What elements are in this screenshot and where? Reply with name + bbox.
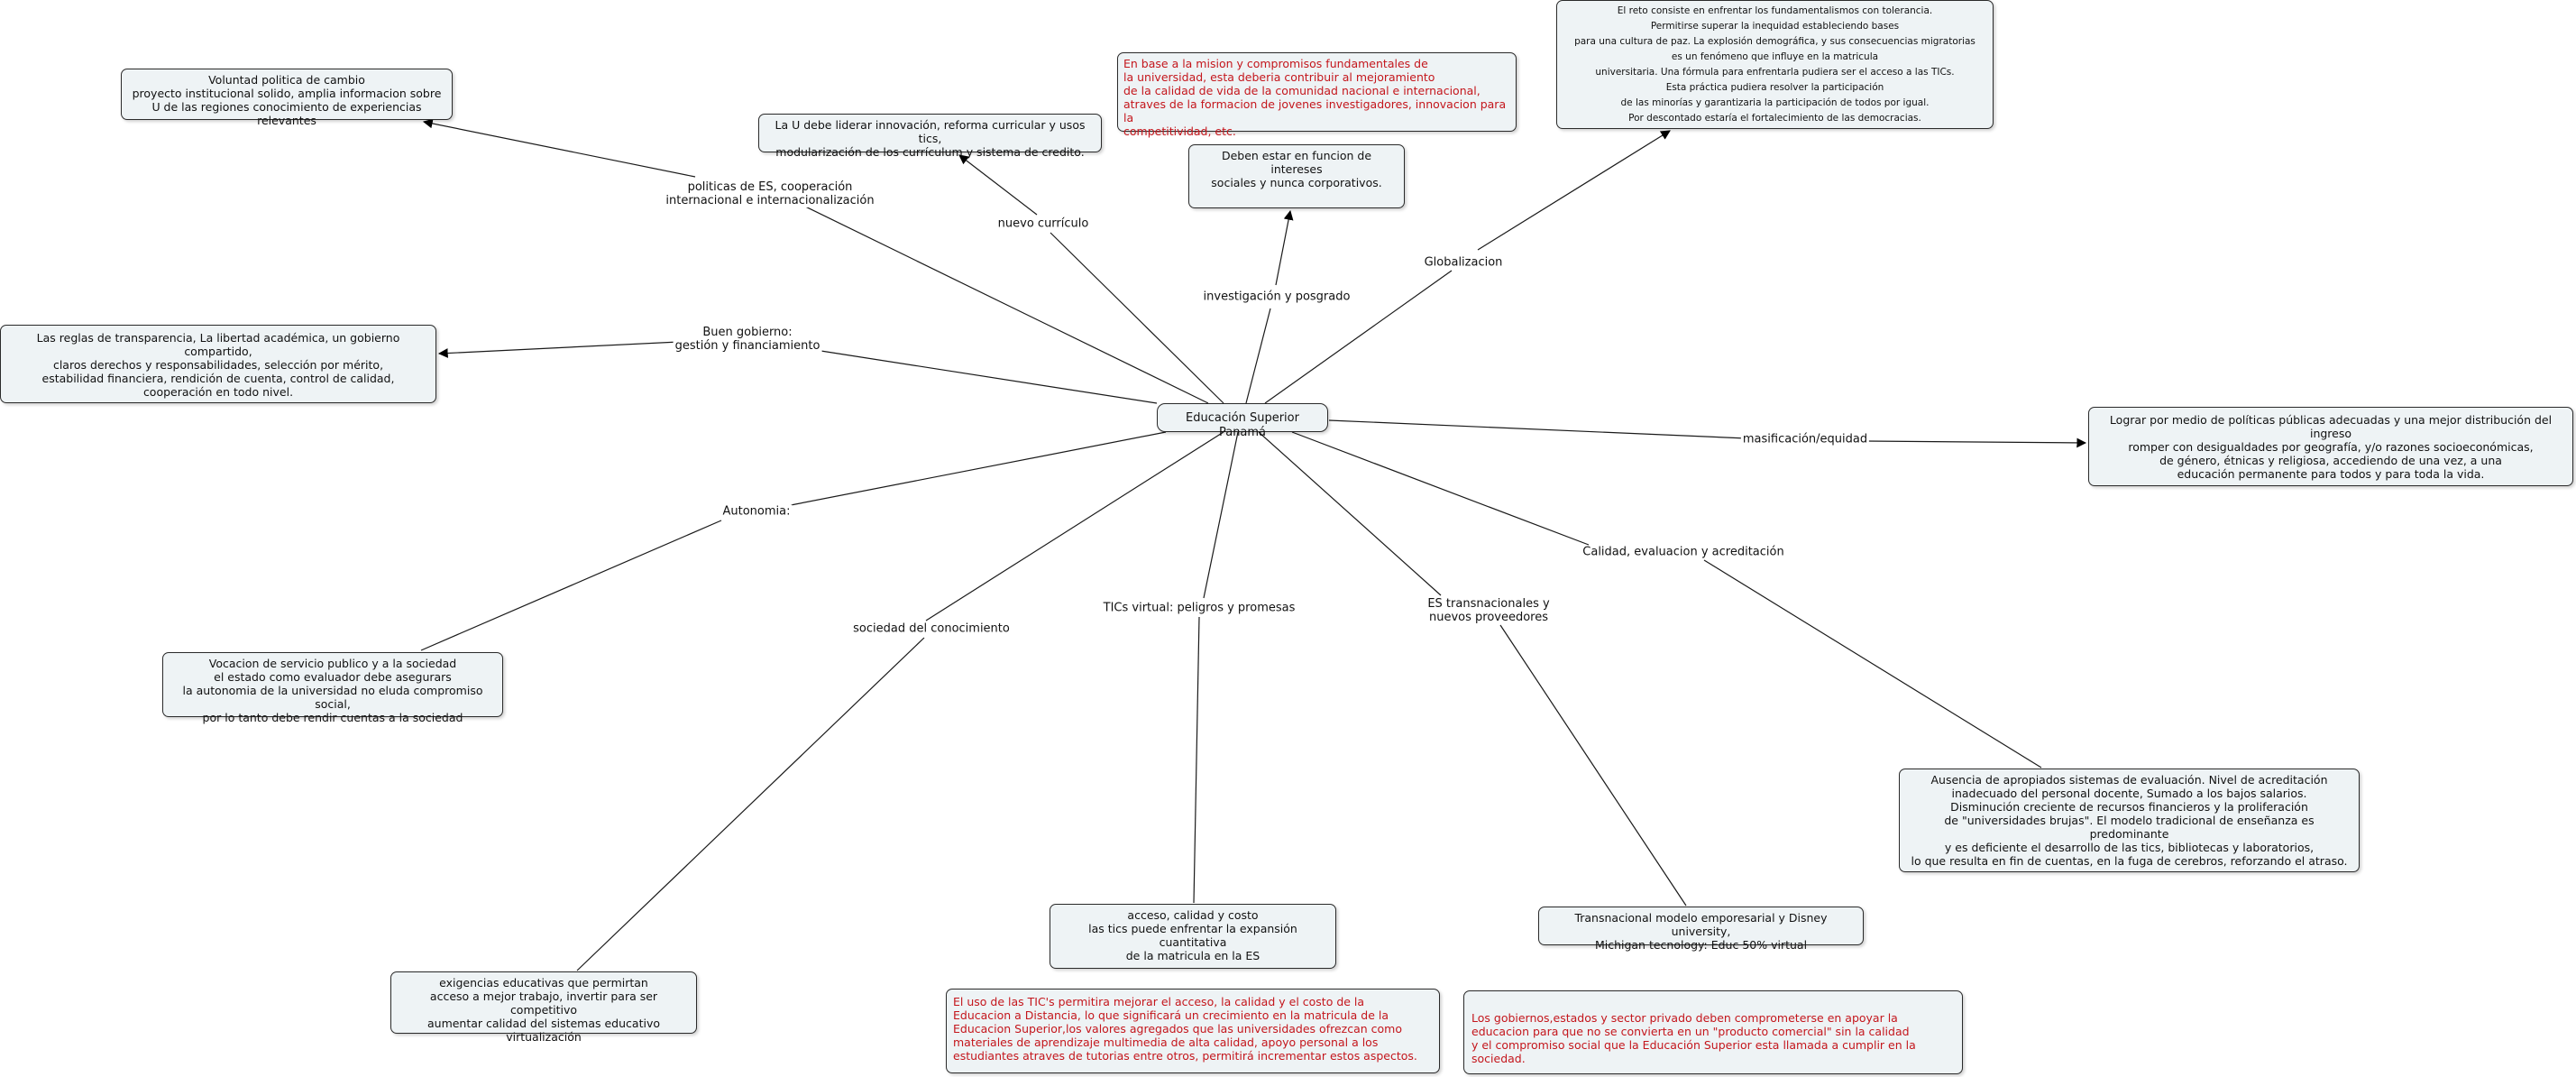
edge-investigacion-arrow <box>1275 209 1294 286</box>
edge-label-masificacion[interactable]: masificación/equidad <box>1740 432 1870 446</box>
edge-label-transnacionales[interactable]: ES transnacionales y nuevos proveedores <box>1426 597 1552 624</box>
edge-transnacionales-segment <box>1258 431 1442 596</box>
edge-politicas-arrow <box>422 118 696 178</box>
node-vocacion[interactable]: Vocacion de servicio publico y a la soci… <box>162 652 503 724</box>
edge-gobierno-segment <box>814 349 1158 404</box>
edge-calidad-segment <box>1291 431 1590 546</box>
edge-sociedad-segment <box>925 431 1224 621</box>
edge-autonomia-arrow <box>420 520 722 651</box>
node-mision[interactable]: En base a la mision y compromisos fundam… <box>1117 52 1517 138</box>
edge-gobierno-arrow <box>437 341 680 358</box>
edge-label-calidad[interactable]: Calidad, evaluacion y acreditación <box>1581 545 1786 559</box>
edge-label-sociedad[interactable]: sociedad del conocimiento <box>851 621 1012 636</box>
node-transnacional[interactable]: Transnacional modelo emporesarial y Disn… <box>1538 907 1864 952</box>
edge-politicas-segment <box>795 201 1209 404</box>
node-gobiernos[interactable]: Los gobiernos,estados y sector privado d… <box>1463 990 1963 1074</box>
edge-curriculo-arrow <box>958 154 1038 216</box>
node-reto[interactable]: El reto consiste en enfrentar los fundam… <box>1556 0 1994 129</box>
edge-globalizacion-arrow <box>1477 130 1671 251</box>
edge-masificacion-segment <box>1328 419 1747 439</box>
edge-label-globalizacion[interactable]: Globalizacion <box>1422 255 1505 270</box>
edge-masificacion-arrow <box>1865 437 2087 448</box>
edge-label-autonomia[interactable]: Autonomia: <box>720 504 793 519</box>
node-exigencias[interactable]: exigencias educativas que permirtan acce… <box>390 971 697 1044</box>
node-acceso[interactable]: acceso, calidad y costo las tics puede e… <box>1050 904 1336 969</box>
center-node[interactable]: Educación Superior Panamá <box>1157 403 1328 439</box>
node-intereses[interactable]: Deben estar en funcion de intereses soci… <box>1188 144 1405 208</box>
edge-label-gobierno[interactable]: Buen gobierno: gestión y financiamiento <box>673 326 822 353</box>
edge-label-tics[interactable]: TICs virtual: peligros y promesas <box>1101 601 1297 615</box>
edge-label-politicas[interactable]: politicas de ES, cooperación internacion… <box>664 180 876 207</box>
edge-label-investigacion[interactable]: investigación y posgrado <box>1201 290 1352 304</box>
node-ausencia[interactable]: Ausencia de apropiados sistemas de evalu… <box>1899 769 2360 872</box>
edge-curriculo-segment <box>1050 232 1224 404</box>
edge-autonomia-segment <box>790 431 1167 506</box>
edge-sociedad-arrow <box>576 637 925 971</box>
node-liderar[interactable]: La U debe liderar innovación, reforma cu… <box>758 114 1102 159</box>
edge-globalizacion-segment <box>1264 270 1453 404</box>
edge-calidad-arrow <box>1703 559 2042 769</box>
edge-transnacionales-arrow <box>1499 624 1687 907</box>
edge-label-curriculo[interactable]: nuevo currículo <box>995 216 1091 231</box>
edge-tics-arrow <box>1193 616 1200 904</box>
node-uso-tics[interactable]: El uso de las TIC's permitira mejorar el… <box>946 989 1440 1073</box>
node-reglas[interactable]: Las reglas de transparencia, La libertad… <box>0 325 436 403</box>
edge-investigacion-segment <box>1245 308 1271 404</box>
node-lograr[interactable]: Lograr por medio de políticas públicas a… <box>2088 407 2573 486</box>
node-voluntad[interactable]: Voluntad politica de cambio proyecto ins… <box>121 69 453 127</box>
edge-tics-segment <box>1203 431 1239 599</box>
